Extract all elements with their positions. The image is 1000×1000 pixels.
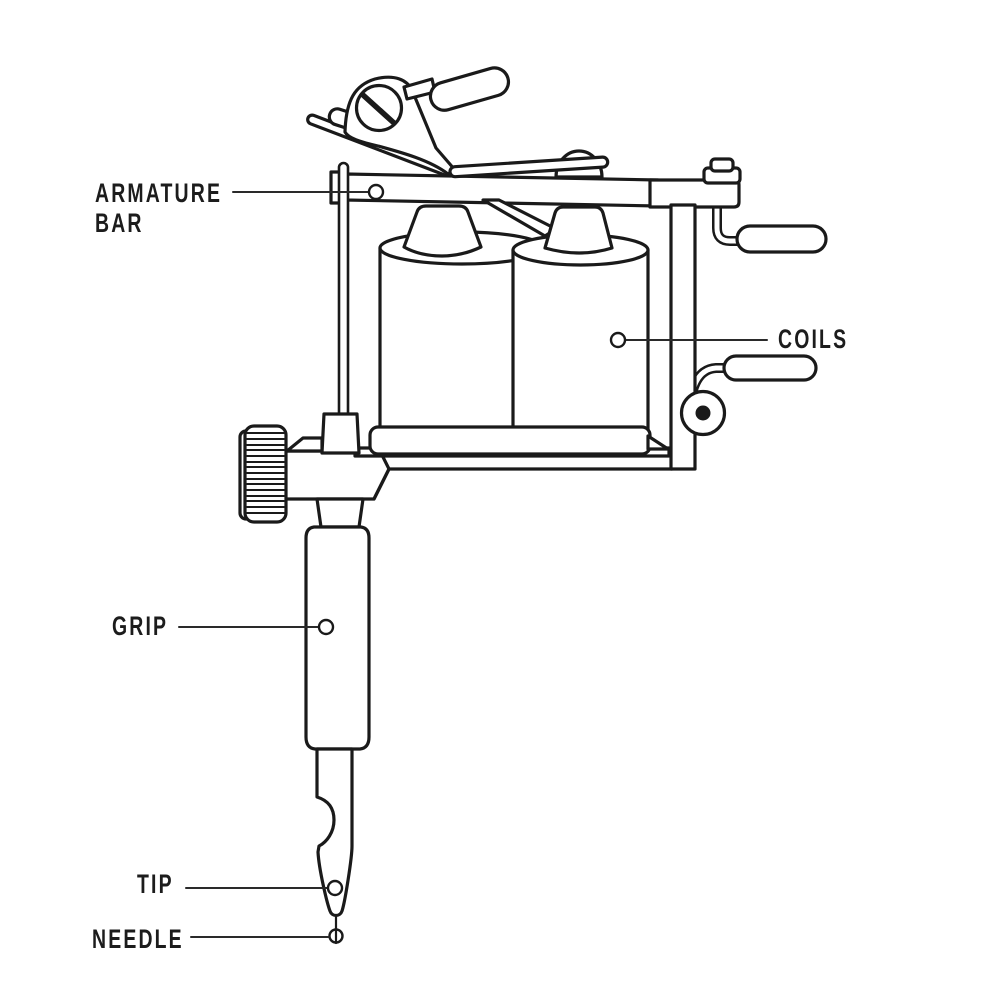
grip-part: [304, 525, 371, 751]
callout-leaders: [178, 183, 768, 938]
marker-coils: [609, 331, 627, 349]
coil-right-core-cap: [543, 205, 614, 255]
label-grip: GRIP: [112, 611, 169, 641]
tube-vise-block: [320, 412, 361, 455]
arm-bevel: [285, 436, 324, 453]
contact-handle: [428, 66, 511, 112]
label-coils: COILS: [778, 324, 849, 354]
needle-bar: [337, 161, 350, 423]
marker-tip: [326, 879, 344, 897]
label-armature-bar: ARMATURE BAR: [95, 178, 223, 238]
label-tip: TIP: [137, 869, 174, 899]
contact-screw: [327, 66, 511, 176]
tube-vise-arm: [281, 449, 391, 501]
label-needle: NEEDLE: [92, 924, 184, 954]
knob-ridges: [246, 432, 285, 514]
coil-left-core-cap: [402, 204, 483, 258]
grip-stem: [315, 497, 365, 529]
frame-base: [281, 425, 674, 529]
frame-top-block: [648, 157, 742, 209]
binding-post-dot: [695, 405, 711, 421]
thumbscrew-top: [735, 224, 828, 254]
marker-grip: [317, 618, 335, 636]
front-spring: [448, 155, 610, 179]
needle-part: [328, 915, 344, 945]
tip-part: [315, 747, 354, 918]
frame-bottom-edge: [372, 467, 674, 501]
rear-post-cap-upper: [709, 157, 735, 173]
tray-step: [646, 434, 670, 451]
binding-post: [679, 389, 727, 437]
screw-slot: [360, 92, 397, 126]
thumbscrew-bottom: [722, 354, 818, 382]
adjustment-knob: [238, 424, 288, 524]
marker-armature-bar: [367, 183, 385, 201]
coil-left: [378, 204, 546, 455]
coil-right: [511, 205, 650, 454]
coil-tray: [368, 425, 652, 456]
